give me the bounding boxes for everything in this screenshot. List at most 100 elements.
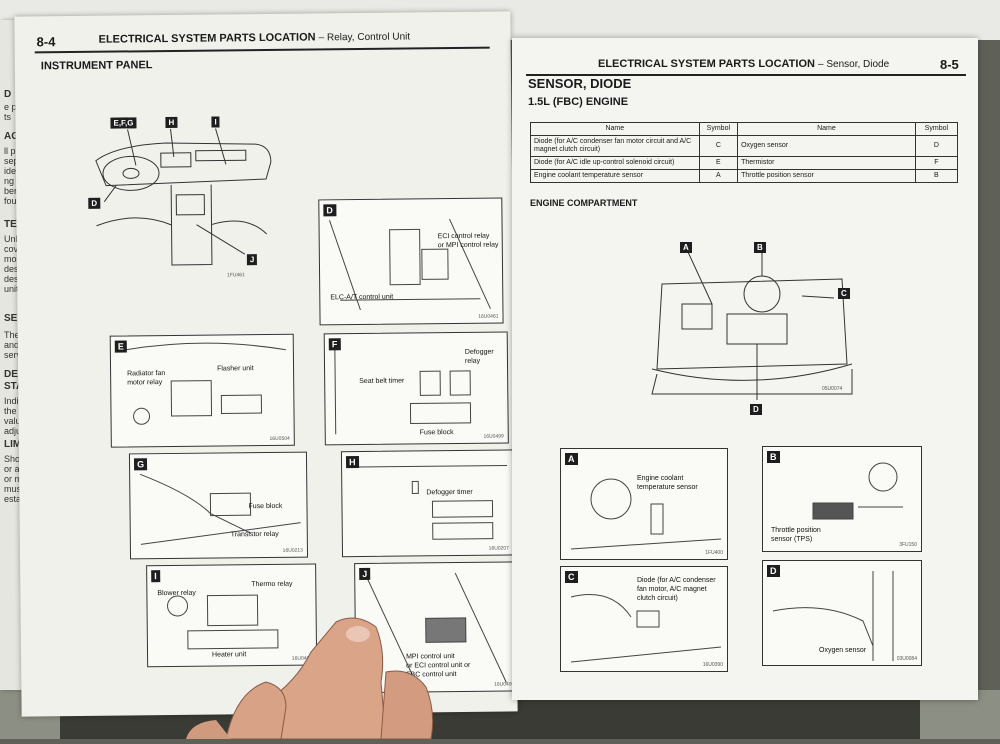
figure-a-drawing xyxy=(570,478,722,550)
figure-a-tag: A xyxy=(565,453,578,465)
engine-compartment-overview: A B C D 05U0074 xyxy=(642,234,862,424)
underlying-text: D xyxy=(4,89,12,100)
table-cell: Throttle position sensor xyxy=(737,169,916,183)
figure-i-label: Blower relay xyxy=(157,589,196,598)
table-cell: Diode (for A/C condenser fan motor circu… xyxy=(530,135,700,157)
parts-table: Name Symbol Name Symbol Diode (for A/C c… xyxy=(530,122,959,183)
underlying-text: sepa xyxy=(4,156,24,166)
figure-c-label: Diode (for A/C condenser xyxy=(637,577,716,584)
table-cell: C xyxy=(698,135,739,157)
figure-c-tag: C xyxy=(565,571,578,583)
figure-d-tag: D xyxy=(323,204,336,217)
table-header-row: Name Symbol Name Symbol xyxy=(530,122,959,136)
figure-f-label: Defogger xyxy=(464,348,494,356)
overview-code: 1FU461 xyxy=(227,272,245,279)
figure-f-label: Seat belt timer xyxy=(359,377,405,386)
figure-c-label: fan motor, A/C magnet xyxy=(637,586,707,593)
figure-d-sensor-code: 03U0084 xyxy=(896,656,917,662)
figure-d-sensor: D Oxygen sensor 03U0084 xyxy=(762,560,922,666)
underlying-text: ts xyxy=(4,112,12,122)
table-row: Diode (for A/C idle up-control solenoid … xyxy=(530,156,959,170)
figure-f-label: relay xyxy=(464,357,481,365)
header-rule xyxy=(526,74,966,76)
figure-f-drawing xyxy=(334,344,472,435)
figure-c-drawing xyxy=(570,594,722,663)
figure-d-drawing xyxy=(329,218,491,311)
figure-j-drawing xyxy=(364,572,507,684)
figure-d: D ECI control relay or MPI control relay… xyxy=(318,197,504,326)
figure-e-code: 16U0504 xyxy=(269,435,290,442)
figure-a: A Engine coolant temperature sensor 1FU4… xyxy=(560,448,728,560)
underlying-text: identi xyxy=(4,166,26,176)
table-cell: F xyxy=(914,156,959,170)
figure-j: J MPI control unit or ECI control unit o… xyxy=(354,561,520,694)
header-rule xyxy=(34,46,490,54)
left-page: 8-4 ELECTRICAL SYSTEM PARTS LOCATION – R… xyxy=(14,11,520,717)
figure-c-code: 16U0390 xyxy=(702,662,723,668)
figure-h-code: 16U0207 xyxy=(488,545,509,552)
figure-g: G Fuse block Transistor relay 16U0213 xyxy=(128,451,309,560)
figure-b-code: 3FU150 xyxy=(899,542,917,548)
underlying-text: AG xyxy=(4,131,19,142)
figure-g-label: Fuse block xyxy=(248,502,283,511)
figure-g-code: 16U0213 xyxy=(282,547,303,554)
figure-a-code: 1FU400 xyxy=(705,550,723,556)
table-cell: Diode (for A/C idle up-control solenoid … xyxy=(530,156,700,170)
figure-e-drawing xyxy=(115,342,286,425)
overview-marker-i: I xyxy=(211,116,220,128)
table-header: Symbol xyxy=(698,122,739,136)
figure-c: C Diode (for A/C condenser fan motor, A/… xyxy=(560,566,728,672)
figure-g-label: Transistor relay xyxy=(230,530,279,539)
compartment-marker-c: C xyxy=(838,288,850,299)
table-cell: A xyxy=(698,169,739,183)
compartment-code: 05U0074 xyxy=(822,386,843,392)
figure-h-tag: H xyxy=(345,456,359,469)
underlying-text: LIMIT xyxy=(4,439,31,450)
overview-marker-efg: E,F,G xyxy=(110,117,137,129)
running-head: ELECTRICAL SYSTEM PARTS LOCATION – Senso… xyxy=(598,58,890,70)
figure-h-drawing xyxy=(347,464,508,540)
figure-d-sensor-tag: D xyxy=(767,565,780,577)
figure-b-tag: B xyxy=(767,451,780,463)
underlying-text: Unles xyxy=(4,234,28,244)
overview-marker-h: H xyxy=(165,116,178,129)
overview-marker-d: D xyxy=(88,197,101,209)
table-row: Engine coolant temperature sensor A Thro… xyxy=(530,169,959,183)
table-cell: E xyxy=(698,156,739,170)
engine-compartment-drawing xyxy=(651,251,853,400)
hand-drawing xyxy=(186,617,434,740)
compartment-marker-d: D xyxy=(750,404,762,415)
figure-h-label: Defogger timer xyxy=(426,488,473,497)
underlying-text: e p xyxy=(4,102,17,112)
figure-d-code: 16U0461 xyxy=(478,313,499,320)
underlying-text: ll p xyxy=(4,146,16,156)
figure-h: H Defogger timer 16U0207 xyxy=(340,449,515,558)
compartment-marker-a: A xyxy=(680,242,692,253)
figure-g-tag: G xyxy=(133,458,148,471)
figure-b-drawing xyxy=(812,462,903,520)
figure-d-label: ECI control relay xyxy=(437,232,490,241)
figure-d-sensor-label: Oxygen sensor xyxy=(819,647,867,654)
table-cell: D xyxy=(914,135,959,157)
subsection-title: 1.5L (FBC) ENGINE xyxy=(528,96,629,108)
section-title: SENSOR, DIODE xyxy=(528,76,632,91)
figure-b: B Throttle position sensor (TPS) 3FU150 xyxy=(762,446,922,552)
underlying-text: descri xyxy=(4,274,29,284)
table-header: Name xyxy=(737,122,916,136)
running-head: ELECTRICAL SYSTEM PARTS LOCATION – Relay… xyxy=(98,31,411,46)
table-cell: B xyxy=(914,169,959,183)
table-header: Name xyxy=(530,122,700,136)
right-page: ELECTRICAL SYSTEM PARTS LOCATION – Senso… xyxy=(512,38,978,700)
hand-image xyxy=(186,612,456,740)
compartment-marker-b: B xyxy=(754,242,766,253)
figure-g-drawing xyxy=(139,473,301,545)
instrument-panel-overview: E,F,G H I D J 1FU461 xyxy=(75,84,277,279)
overview-drawing xyxy=(95,128,272,266)
figure-f: F Defogger relay Seat belt timer Fuse bl… xyxy=(323,331,509,446)
figure-e: E Radiator fan motor relay Flasher unit … xyxy=(109,333,295,448)
figure-c-label: clutch circuit) xyxy=(637,595,678,602)
page-number: 8-5 xyxy=(940,57,959,72)
figure-f-tag: F xyxy=(328,338,341,351)
figure-b-label: Throttle position xyxy=(771,527,821,534)
figure-d-label: ELC-A/T control unit xyxy=(330,293,394,302)
